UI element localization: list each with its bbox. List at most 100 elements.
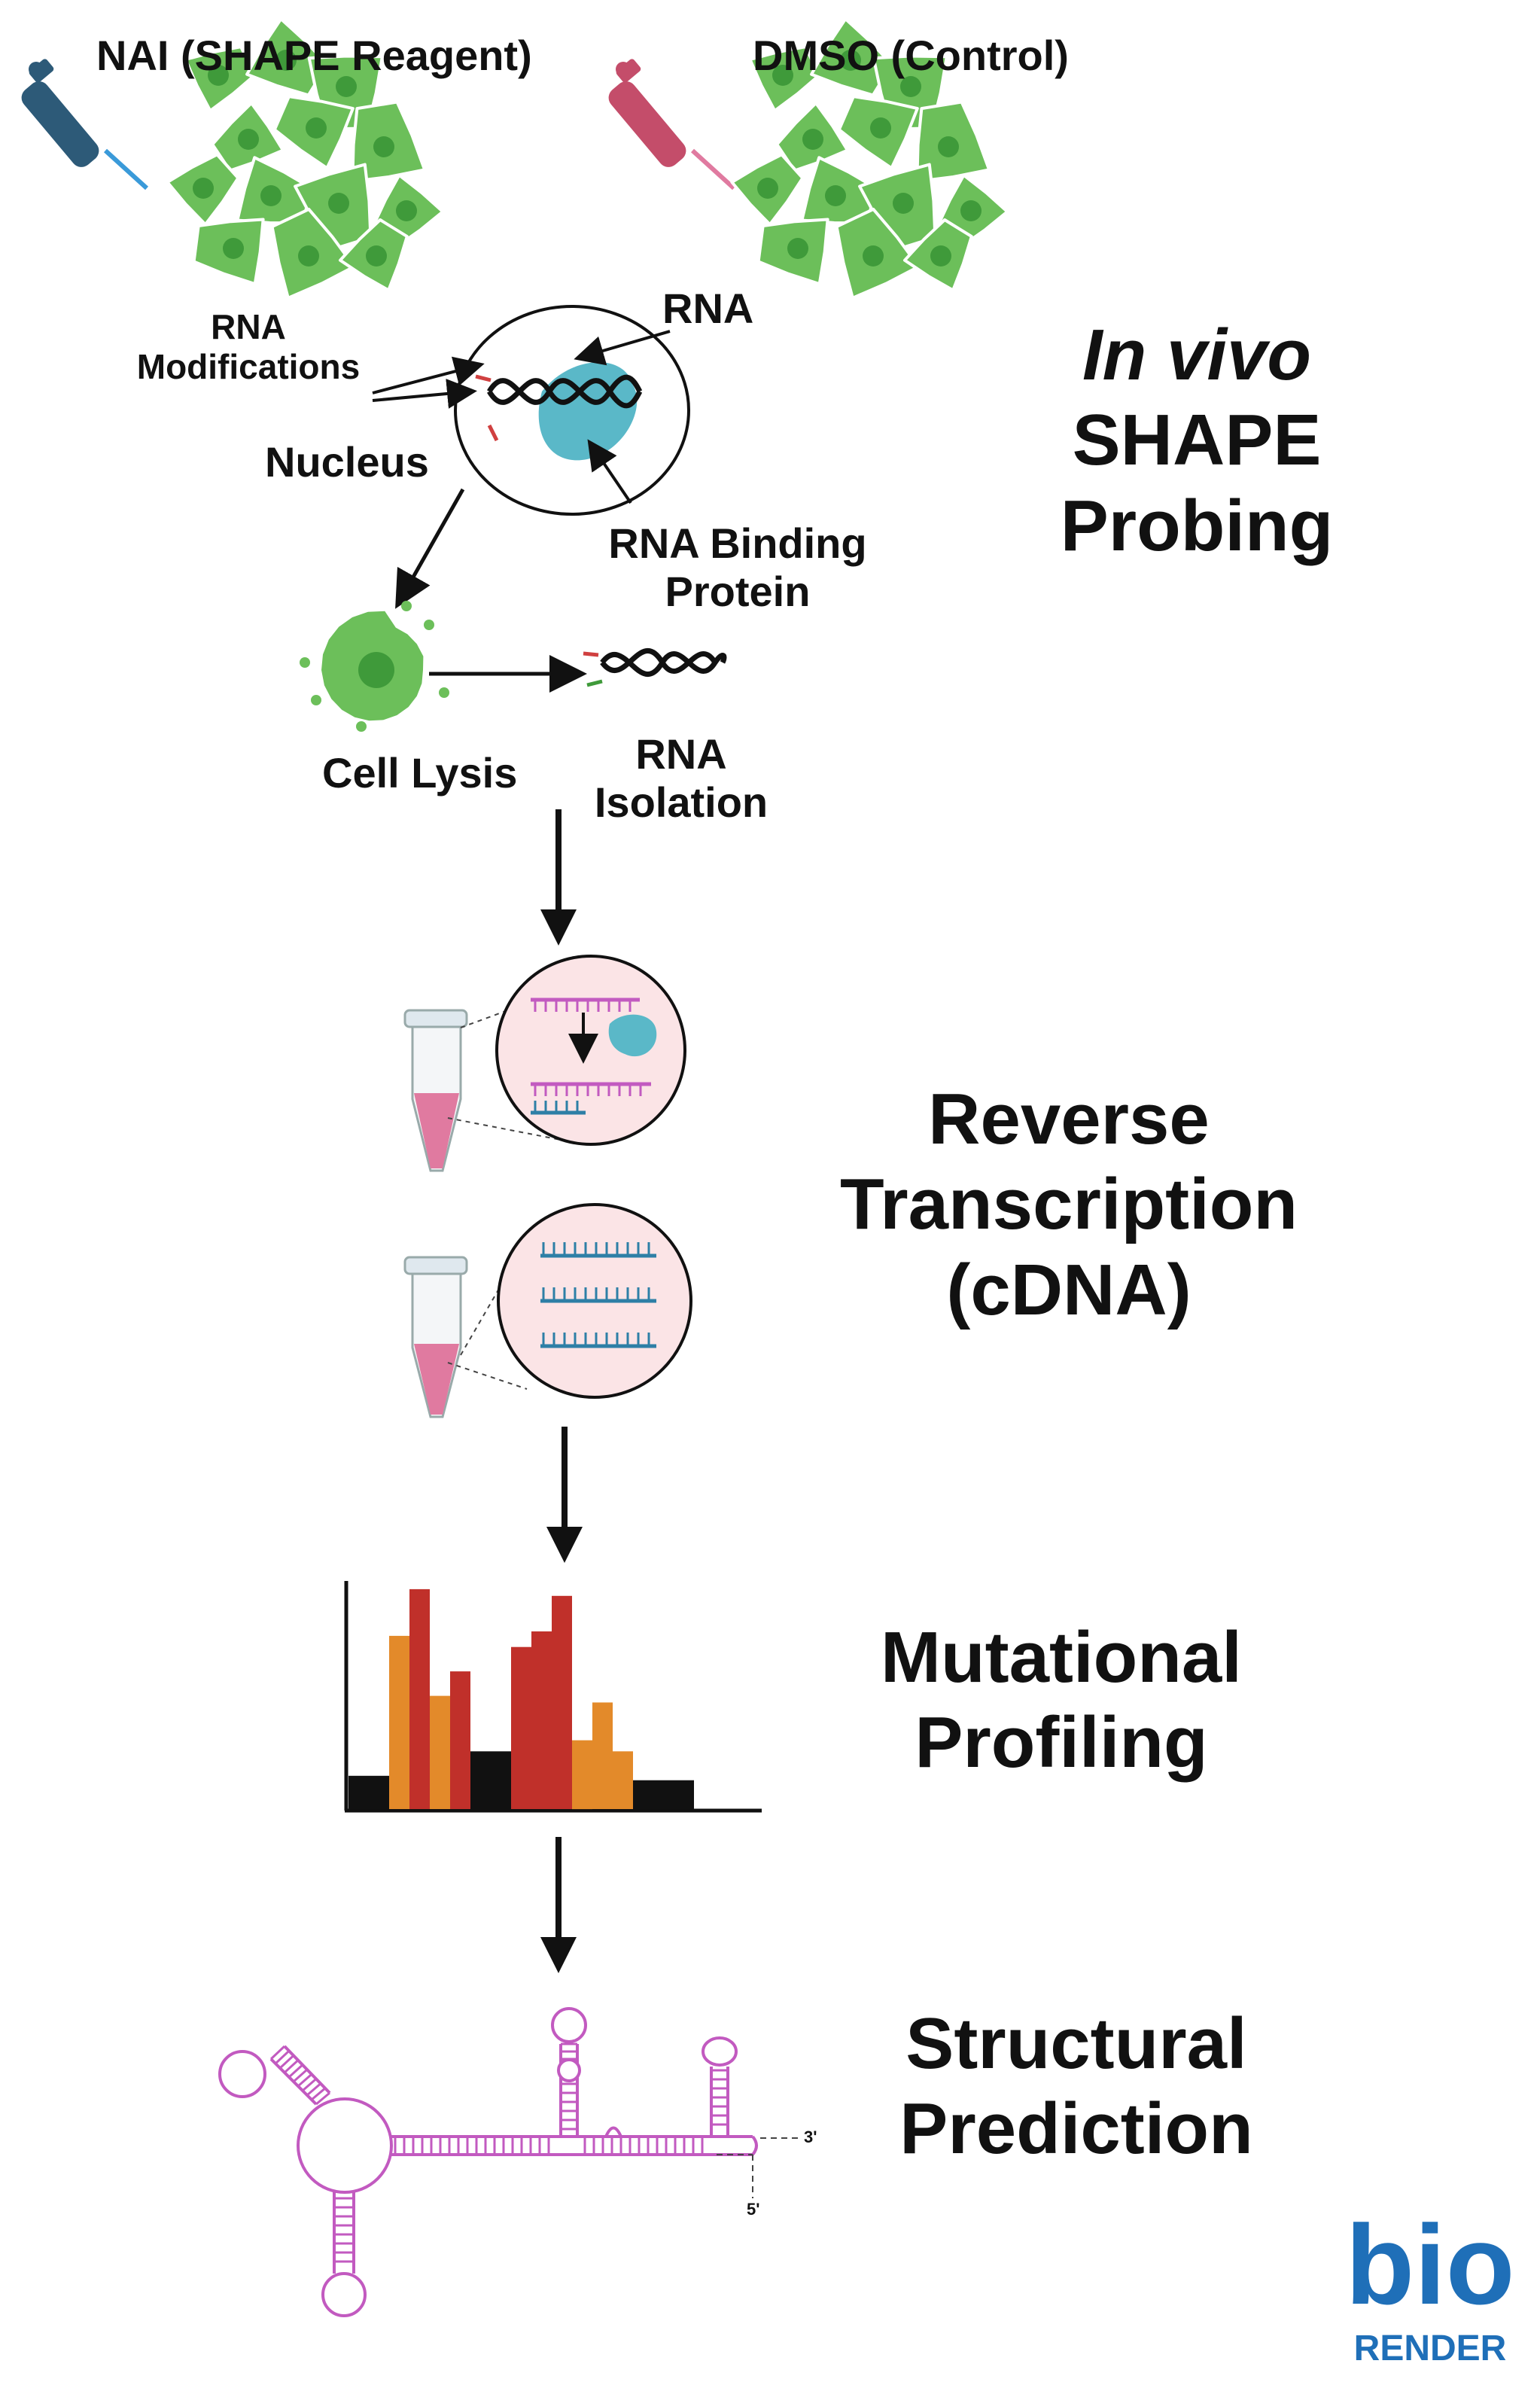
- label-rna: RNA: [662, 285, 754, 332]
- bar-b1: [348, 1775, 389, 1810]
- arrow-rna-mod-1: [372, 356, 485, 394]
- bar-b8: [531, 1631, 552, 1809]
- bar-b10: [572, 1740, 592, 1810]
- cell-nucleus-icon: [938, 136, 959, 157]
- cell-nucleus-icon: [840, 50, 861, 71]
- label-rna-binding-protein: RNA Binding Protein: [595, 519, 881, 617]
- stage-probing-line1: In vivo: [1082, 315, 1312, 395]
- cell-nucleus-icon: [298, 245, 319, 267]
- label-three-prime: 3': [804, 2128, 817, 2146]
- stage-mp-line2: Profiling: [915, 1702, 1208, 1783]
- cell-nucleus-icon: [373, 136, 394, 157]
- debris-dot: [356, 721, 367, 732]
- biorender-logo-mark: bio RENDER: [1346, 2201, 1515, 2368]
- stage-sp-line2: Prediction: [899, 2088, 1253, 2170]
- cell-nucleus-icon: [260, 185, 282, 206]
- cell-nucleus-icon: [275, 50, 297, 71]
- bar-b7: [511, 1646, 531, 1809]
- arrow-rna: [574, 330, 671, 366]
- stage-rt-line1: Reverse: [928, 1079, 1210, 1159]
- cell-cluster-nai: [166, 17, 445, 300]
- base-pair: [288, 2064, 304, 2079]
- arrow-rbp: [587, 439, 632, 504]
- cell-nucleus-icon: [960, 200, 982, 221]
- base-pair: [274, 2050, 291, 2065]
- label-cell-lysis: Cell Lysis: [322, 749, 518, 797]
- biorender-logo: bio RENDER: [1344, 2201, 1517, 2371]
- cell-nucleus-icon: [306, 117, 327, 139]
- debris-dot: [311, 695, 321, 705]
- label-rna-mod-line2: Modifications: [136, 346, 361, 386]
- cell-nucleus-icon: [825, 185, 846, 206]
- rna-secondary-structure-icon: [218, 2007, 758, 2317]
- label-rna-modifications: RNA Modifications: [113, 307, 384, 387]
- nucleus-icon: [454, 305, 690, 516]
- bar-b3: [409, 1588, 430, 1809]
- bar-b5: [450, 1671, 470, 1809]
- label-rbp-line1: RNA Binding: [608, 519, 867, 567]
- arrow-nucleus-to-lysis: [395, 488, 465, 609]
- mutational-profile-chart: [344, 1581, 762, 1813]
- cell-nucleus-icon: [870, 117, 891, 139]
- stage-probing-line3: Probing: [1060, 485, 1334, 566]
- cell-nucleus-icon: [900, 76, 921, 97]
- bar-b11: [592, 1702, 613, 1809]
- label-rna-iso-line1: RNA: [635, 730, 727, 778]
- cell-cluster-dmso: [730, 17, 1009, 300]
- debris-dot: [401, 601, 412, 611]
- rna-binding-protein-icon: [608, 1014, 657, 1057]
- label-rna-mod-line1: RNA: [211, 307, 286, 346]
- bar-b4: [430, 1695, 450, 1809]
- label-dmso: DMSO (Control): [753, 32, 1069, 79]
- label-rna-isolation: RNA Isolation: [580, 730, 783, 827]
- arrow-rna-mod-2: [372, 379, 477, 409]
- stage-rt-line3: (cDNA): [946, 1249, 1192, 1330]
- cell-nucleus-icon: [787, 238, 808, 259]
- base-pair: [315, 2091, 330, 2106]
- logo-bio-text: bio: [1346, 2206, 1515, 2328]
- bar-b12: [613, 1751, 633, 1809]
- lysed-cell-nucleus: [358, 652, 394, 688]
- cell-nucleus-icon: [208, 65, 229, 86]
- logo-render-text: RENDER: [1354, 2329, 1507, 2368]
- label-five-prime: 5': [747, 2200, 760, 2219]
- pipette-blue-icon: [21, 59, 149, 190]
- pipette-red-icon: [608, 59, 736, 190]
- stage-rt-line2: Transcription: [839, 1164, 1298, 1245]
- cell-nucleus-icon: [328, 193, 349, 214]
- base-pair: [283, 2059, 300, 2074]
- zoom-circle-rt: [495, 955, 686, 1146]
- stage-title-structural-prediction: Structural Prediction: [866, 2001, 1287, 2172]
- base-pair: [311, 2087, 326, 2101]
- base-pair: [297, 2073, 312, 2088]
- base-pair: [278, 2055, 295, 2070]
- cell-nucleus-icon: [772, 65, 793, 86]
- cell-nucleus-icon: [223, 238, 244, 259]
- cell-nucleus-icon: [366, 245, 387, 267]
- base-pair: [306, 2082, 321, 2097]
- tube-icon-1: [403, 1009, 468, 1172]
- base-pair: [269, 2045, 286, 2061]
- cell-nucleus-icon: [757, 178, 778, 199]
- cell-nucleus-icon: [930, 245, 951, 267]
- label-nai: NAI (SHAPE Reagent): [96, 32, 532, 79]
- cell-nucleus-icon: [238, 129, 259, 150]
- bar-b13: [633, 1780, 694, 1810]
- cell-nucleus-icon: [863, 245, 884, 267]
- label-rbp-line2: Protein: [665, 568, 811, 616]
- cell-nucleus-icon: [802, 129, 823, 150]
- cell-nucleus-icon: [893, 193, 914, 214]
- cell-nucleus-icon: [336, 76, 357, 97]
- stage-sp-line1: Structural: [905, 2003, 1247, 2084]
- lysed-cell-icon: [300, 601, 449, 732]
- base-pair: [302, 2078, 317, 2092]
- bar-b6: [470, 1751, 511, 1809]
- label-nucleus: Nucleus: [265, 438, 429, 486]
- isolated-rna-icon: [583, 648, 727, 687]
- label-rna-iso-line2: Isolation: [594, 778, 768, 827]
- stage-title-probing: In vivo SHAPE Probing: [994, 312, 1400, 568]
- stage-title-reverse-transcription: Reverse Transcription (cDNA): [828, 1077, 1310, 1333]
- stage-probing-line2: SHAPE: [1072, 400, 1322, 481]
- cell-nucleus-icon: [193, 178, 214, 199]
